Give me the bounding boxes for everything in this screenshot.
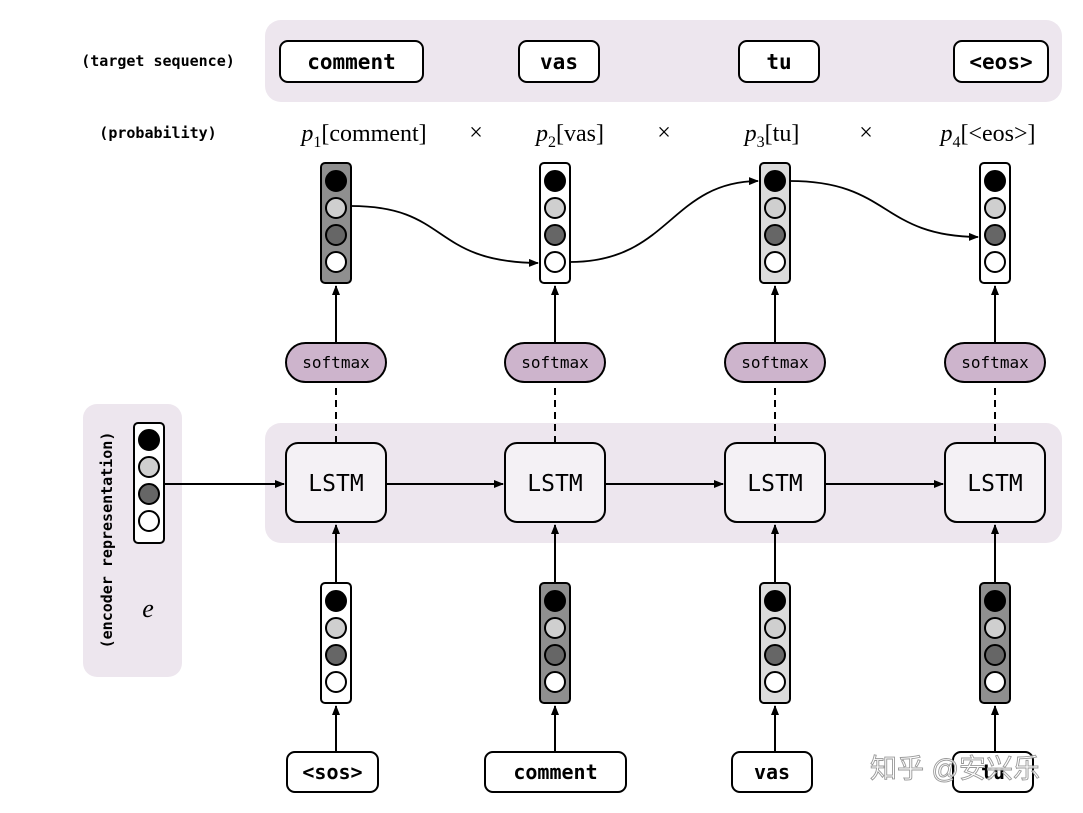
encoder-representation-label: (encoder representation) [98,432,116,649]
svg-text:<sos>: <sos> [302,760,362,784]
input-token-box: tu [952,751,1034,793]
probability-term: p1[comment] [299,121,426,151]
output-vector [979,162,1011,284]
target-token-box: <eos> [953,40,1049,83]
selection-path [569,177,759,263]
lstm-cell: LSTM [504,442,606,523]
input-vector [320,582,352,704]
encoder-symbol: e [142,594,154,623]
svg-text:softmax: softmax [302,353,370,372]
multiply-sign: × [859,120,873,146]
lstm-cell: LSTM [285,442,387,523]
encoder-vector [133,422,165,544]
svg-text:LSTM: LSTM [308,471,363,497]
input-token-box: <sos> [286,751,379,793]
probability-term: p4[<eos>] [938,121,1035,151]
svg-text:<eos>: <eos> [969,50,1032,74]
softmax-node: softmax [724,342,826,383]
input-token-box: comment [484,751,627,793]
selection-path [350,205,539,267]
probability-term: p2[vas] [534,121,604,151]
multiply-sign: × [469,120,483,146]
output-vector [320,162,352,284]
input-vector [539,582,571,704]
input-token-box: vas [731,751,813,793]
softmax-node: softmax [285,342,387,383]
svg-text:LSTM: LSTM [967,471,1022,497]
svg-text:softmax: softmax [521,353,589,372]
svg-text:LSTM: LSTM [527,471,582,497]
lstm-cell: LSTM [944,442,1046,523]
multiply-sign: × [657,120,671,146]
output-vector [759,162,791,284]
input-vector [979,582,1011,704]
svg-text:comment: comment [307,50,396,74]
svg-text:vas: vas [754,760,790,784]
target-sequence-band [265,20,1062,102]
output-vector [539,162,571,284]
svg-text:comment: comment [513,760,597,784]
svg-text:LSTM: LSTM [747,471,802,497]
svg-text:softmax: softmax [961,353,1029,372]
selection-path [789,180,979,241]
target-sequence-label: (target sequence) [81,52,235,70]
svg-text:softmax: softmax [741,353,809,372]
target-token-box: comment [279,40,424,83]
watermark: 知乎 @安兴乐 [870,754,1040,784]
svg-text:vas: vas [540,50,578,74]
target-token-box: vas [518,40,600,83]
lstm-cell: LSTM [724,442,826,523]
probability-label: (probability) [99,124,216,142]
svg-text:tu: tu [766,50,791,74]
input-vector [759,582,791,704]
svg-text:tu: tu [981,760,1005,784]
probability-term: p3[tu] [743,121,800,151]
softmax-node: softmax [504,342,606,383]
softmax-node: softmax [944,342,1046,383]
target-token-box: tu [738,40,820,83]
